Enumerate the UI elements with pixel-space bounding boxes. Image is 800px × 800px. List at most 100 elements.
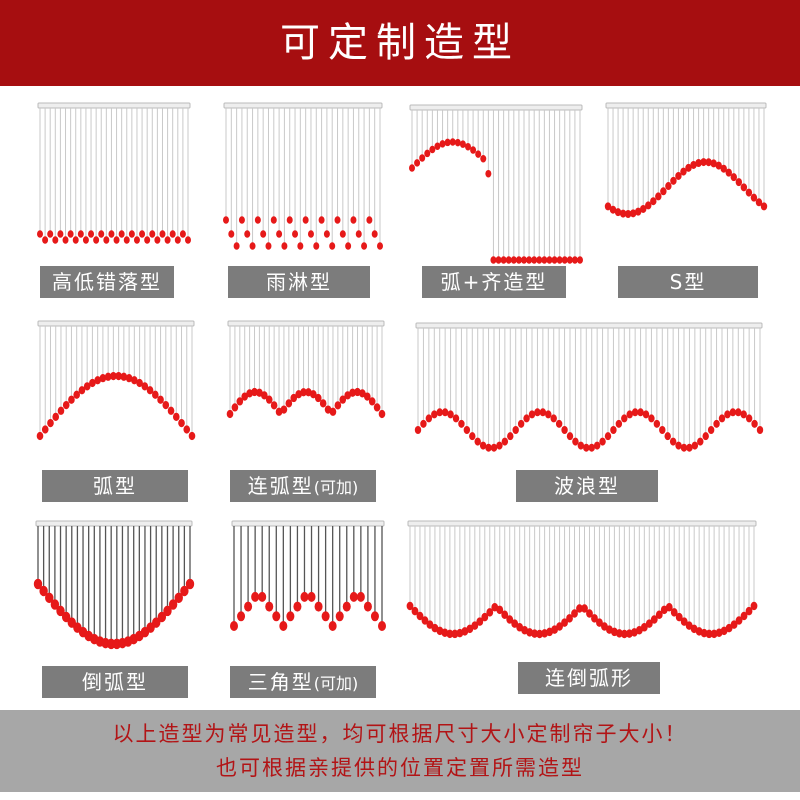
curtain-illustration-multi-arc xyxy=(226,320,386,419)
bead xyxy=(631,408,639,417)
bead xyxy=(621,414,628,423)
bead xyxy=(52,236,59,244)
bead xyxy=(436,408,443,417)
bead xyxy=(441,408,449,417)
bead xyxy=(159,230,166,238)
bead xyxy=(420,419,427,428)
bead xyxy=(429,145,436,154)
bead xyxy=(152,617,161,628)
bead xyxy=(378,621,386,631)
bead xyxy=(314,601,323,612)
bead xyxy=(729,408,737,417)
bead xyxy=(300,591,309,602)
bead xyxy=(265,242,272,250)
bead xyxy=(290,393,298,403)
bead xyxy=(355,230,362,238)
bead xyxy=(474,437,481,446)
bead xyxy=(755,198,763,207)
bead xyxy=(144,236,151,244)
bead xyxy=(751,419,758,428)
bead xyxy=(244,230,251,238)
bead xyxy=(740,410,747,419)
bead xyxy=(146,386,154,395)
bead xyxy=(293,601,302,612)
bead xyxy=(361,242,368,250)
bead xyxy=(700,628,708,638)
bead xyxy=(110,371,117,381)
bead xyxy=(244,601,253,612)
bead xyxy=(328,621,337,631)
bead xyxy=(125,374,133,383)
curtain-illustration-arc-flat xyxy=(409,104,583,264)
bead xyxy=(319,399,327,408)
bead xyxy=(88,230,95,238)
bead xyxy=(444,138,451,147)
bead xyxy=(251,591,260,602)
bead xyxy=(378,409,386,419)
bead xyxy=(586,609,593,618)
bead xyxy=(310,390,317,399)
bead xyxy=(596,618,603,627)
bead xyxy=(339,230,346,238)
bead xyxy=(655,192,662,201)
bead xyxy=(539,408,547,417)
bead xyxy=(735,616,743,625)
style-name: 高低错落型 xyxy=(52,270,162,294)
bead xyxy=(136,378,143,388)
bead xyxy=(725,168,732,177)
bead xyxy=(339,395,347,404)
bead xyxy=(82,236,89,244)
bead xyxy=(183,425,191,434)
bead xyxy=(536,629,544,639)
bead xyxy=(366,216,373,224)
bead xyxy=(604,202,612,211)
bead xyxy=(260,230,267,238)
bead xyxy=(476,617,484,626)
bead xyxy=(541,256,548,264)
page-title: 可定制造型 xyxy=(280,20,520,66)
bead xyxy=(515,256,522,264)
header-banner: 可定制造型 xyxy=(0,0,800,86)
style-name: 雨淋型 xyxy=(266,270,332,294)
curtain-rod xyxy=(605,102,767,109)
bead xyxy=(523,414,530,423)
bead xyxy=(300,388,307,397)
bead xyxy=(414,159,421,167)
bead xyxy=(724,410,731,419)
footer-note: 以上造型为常见造型，均可根据尺寸大小定制帘子大小！ 也可根据亲提供的位置定置所需… xyxy=(0,710,800,792)
bead xyxy=(695,159,702,168)
footer-line-1: 以上造型为常见造型，均可根据尺寸大小定制帘子大小！ xyxy=(112,722,688,746)
label-multi-arc: 连弧型(可加) xyxy=(230,470,376,502)
curtain-illustration-triangle xyxy=(230,520,386,631)
bead xyxy=(571,609,578,618)
bead xyxy=(691,441,699,450)
bead xyxy=(167,406,175,415)
bead xyxy=(576,604,583,613)
bead xyxy=(356,591,365,602)
bead xyxy=(36,431,44,441)
bead xyxy=(634,207,642,216)
bead xyxy=(188,431,196,441)
bead xyxy=(735,178,743,187)
curtain-rod xyxy=(223,102,383,109)
bead xyxy=(665,182,672,191)
bead xyxy=(78,386,86,395)
bead xyxy=(528,410,536,419)
bead xyxy=(128,230,135,238)
bead xyxy=(152,390,159,399)
bead xyxy=(561,618,568,627)
bead xyxy=(685,621,693,630)
bead xyxy=(371,230,378,238)
bead xyxy=(169,230,176,238)
bead xyxy=(89,378,96,388)
bead xyxy=(609,205,617,214)
tile-triangle xyxy=(228,516,388,656)
bead xyxy=(506,615,514,624)
bead xyxy=(566,614,573,623)
bead xyxy=(550,414,557,423)
bead xyxy=(157,611,167,623)
bead xyxy=(583,443,590,452)
bead xyxy=(650,615,658,624)
bead xyxy=(416,611,424,621)
style-name: S型 xyxy=(669,270,707,294)
